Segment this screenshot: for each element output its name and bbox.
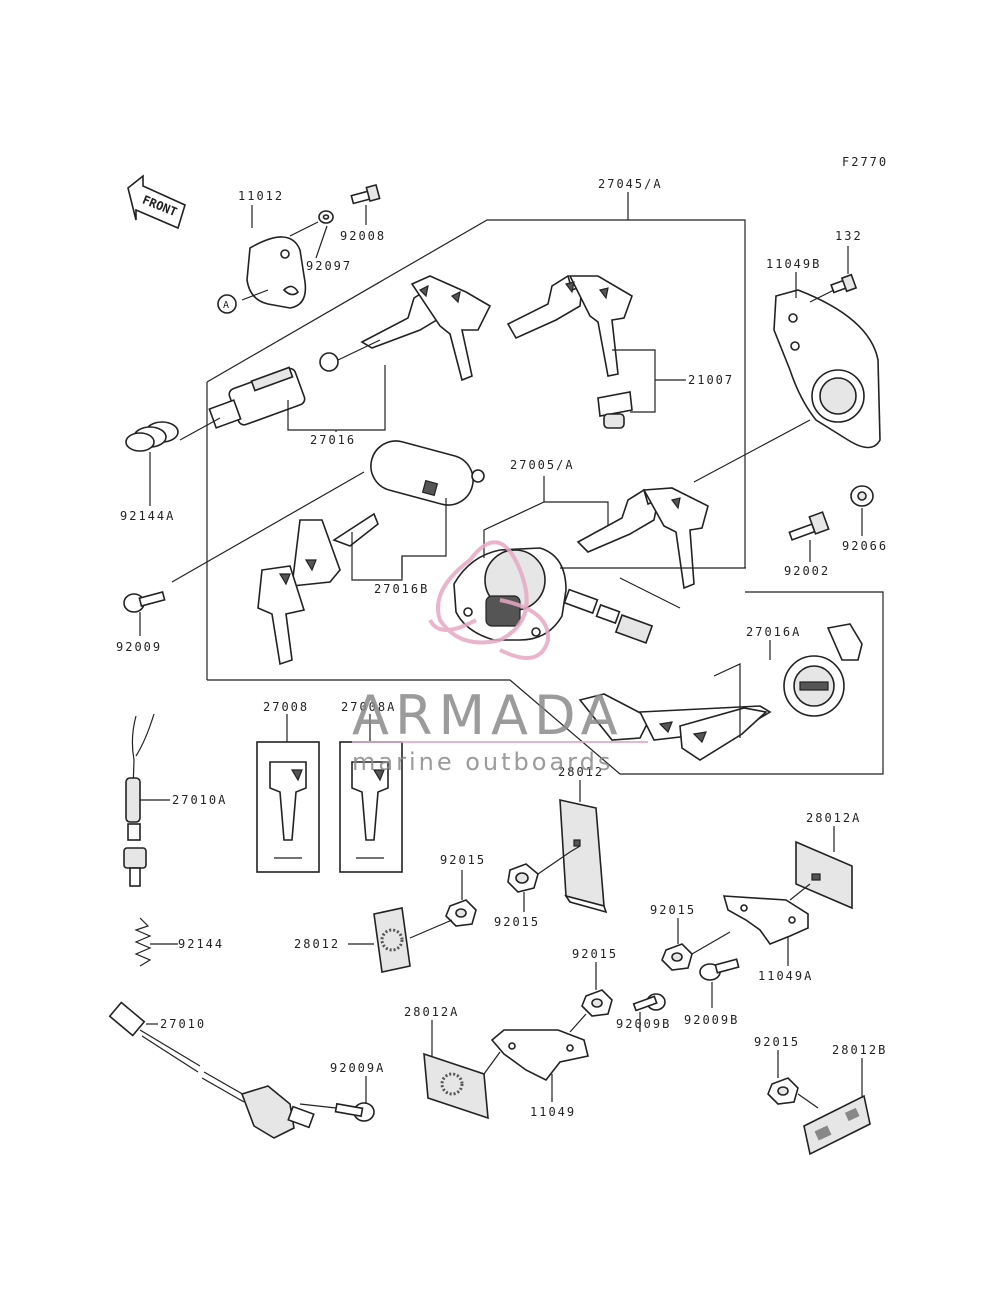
brand-name: ARMADA: [352, 684, 624, 747]
lock-27016B: [370, 440, 485, 506]
part-label: 27008: [263, 700, 309, 714]
assembly-outline: [206, 192, 884, 775]
key-icon: [576, 487, 709, 590]
part-label: 28012: [558, 765, 604, 779]
part-label: 27010A: [172, 793, 227, 807]
part-label: 92009B: [616, 1017, 671, 1031]
nut-92015: [507, 863, 539, 893]
spring-92144A: [125, 421, 179, 452]
key-tag-27008: [256, 741, 320, 873]
bracket-11049A: [722, 895, 809, 945]
part-label: 27016B: [374, 582, 429, 596]
plate-11049B: [773, 289, 881, 449]
part-label: 27010: [160, 1017, 206, 1031]
ignition-switch-27005A: [453, 547, 654, 644]
key-tag-27008A: [339, 741, 403, 873]
armada-logo-icon: [428, 540, 551, 660]
bracket-11049: [490, 1029, 589, 1082]
part-label: 132: [835, 229, 863, 243]
part-label: 92015: [494, 915, 540, 929]
reflector-28012-top: [559, 798, 608, 914]
key-icon: [360, 275, 492, 382]
plate-11012: [241, 205, 319, 309]
part-label: 28012A: [806, 811, 861, 825]
nut-92015: [661, 943, 693, 971]
ref-marker: A: [223, 300, 229, 311]
spring-92144: [134, 917, 152, 967]
part-label: 27016A: [746, 625, 801, 639]
switch-27010: [108, 1001, 315, 1139]
part-label: 27008A: [341, 700, 396, 714]
ref-marker-a-icon: [319, 352, 339, 372]
part-label: 11012: [238, 189, 284, 203]
ref-marker-a-icon: [217, 294, 237, 314]
reflector-28012-left: [373, 907, 411, 973]
brand-tagline: marine outboards: [352, 748, 613, 776]
switch-27010A: [123, 713, 155, 887]
part-label: 27005/A: [510, 458, 575, 472]
nut-92015: [767, 1077, 799, 1105]
screw-132: [830, 273, 858, 294]
part-label: 28012: [294, 937, 340, 951]
nut-92015: [581, 989, 613, 1017]
part-label: 92002: [784, 564, 830, 578]
part-label: 92015: [572, 947, 618, 961]
part-label: 11049B: [766, 257, 821, 271]
reflector-28012B: [803, 1094, 871, 1156]
front-arrow-icon: FRONT: [127, 174, 186, 230]
part-label: 28012B: [832, 1043, 887, 1057]
part-label: 92008: [340, 229, 386, 243]
part-label: 92009A: [330, 1061, 385, 1075]
key-icon: [578, 693, 772, 761]
lock-27016A: [783, 623, 863, 717]
bolt-92009B: [632, 993, 666, 1012]
lock-cylinder-27016: [208, 366, 306, 429]
watermark: ARMADA marine outboards: [352, 540, 648, 776]
part-label: 92015: [754, 1035, 800, 1049]
cap-21007: [597, 391, 633, 429]
part-label: 92144A: [120, 509, 175, 523]
screw-92009: [123, 591, 166, 613]
bolt-92009B: [699, 958, 740, 981]
part-label: 11049A: [758, 969, 813, 983]
part-label: 92097: [306, 259, 352, 273]
part-label: 21007: [688, 373, 734, 387]
part-label: 92066: [842, 539, 888, 553]
nut-92015: [445, 899, 477, 927]
part-label: 92009: [116, 640, 162, 654]
figure-code: F2770: [842, 155, 888, 169]
key-icon: [506, 274, 633, 377]
part-label: 11049: [530, 1105, 576, 1119]
part-label: 28012A: [404, 1005, 459, 1019]
part-label: 92015: [650, 903, 696, 917]
part-label: 27045/A: [598, 177, 663, 191]
reflector-28012A-right: [795, 840, 853, 910]
bolt-92002: [788, 511, 830, 541]
part-label: 27016: [310, 433, 356, 447]
part-label: 92009B: [684, 1013, 739, 1027]
part-label: 92015: [440, 853, 486, 867]
bolt-92009A: [334, 1102, 375, 1122]
key-icon: [257, 512, 379, 666]
bolt-92008: [350, 183, 381, 205]
reflector-28012A-bottom: [423, 1052, 489, 1120]
part-label: 92144: [178, 937, 224, 951]
